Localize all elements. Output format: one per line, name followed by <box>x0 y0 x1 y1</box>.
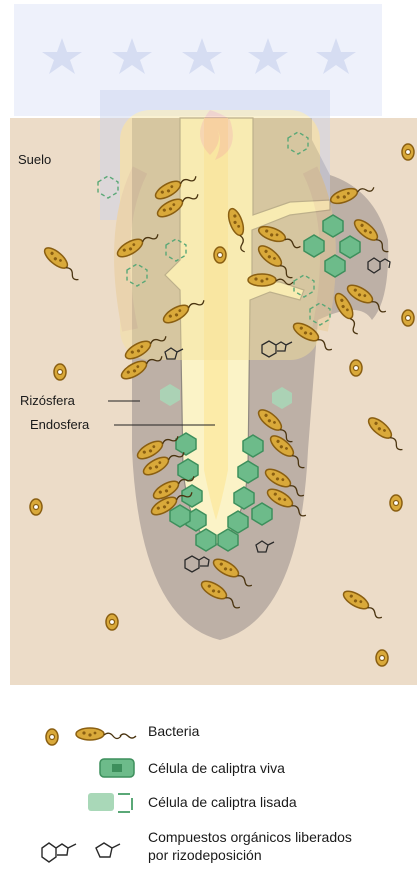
rhizosphere-label: Rizósfera <box>20 393 75 408</box>
legend-live-cell-label: Célula de caliptra viva <box>148 760 285 776</box>
endosphere-label: Endosfera <box>30 417 89 432</box>
legend-bacteria-label: Bacteria <box>148 723 199 739</box>
legend-compound-icons <box>42 843 120 862</box>
legend-compounds-label-line2: por rizodeposición <box>148 847 262 863</box>
legend-live-cell-icon <box>100 759 134 777</box>
soil-label: Suelo <box>18 152 51 167</box>
legend-bacteria-icons <box>46 728 136 745</box>
watermark-emblem <box>100 90 330 360</box>
legend-lysed-cell-icon <box>88 793 132 812</box>
legend-lysed-cell-label: Célula de caliptra lisada <box>148 794 297 810</box>
legend-compounds-label-line1: Compuestos orgánicos liberados <box>148 829 352 845</box>
